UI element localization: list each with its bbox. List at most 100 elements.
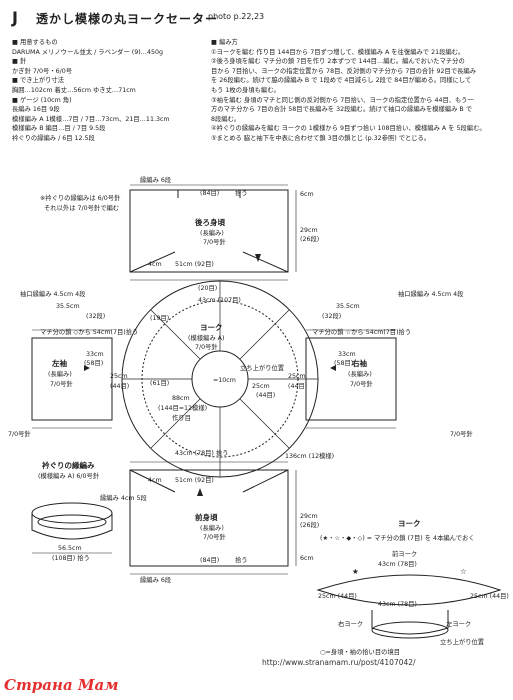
right-sleeve-title: 右袖: [351, 358, 367, 368]
note-neck-needle: ※衿ぐりの縁編みは 6/0号針: [40, 193, 121, 202]
yoke-detail-left: 25cm (44目): [318, 592, 357, 600]
back-body-title: 後ろ身頃: [195, 217, 225, 227]
yoke-detail-title: ヨーク: [398, 518, 421, 528]
method-line: ③袖を編む 身頃のマチと同じ側の反対側から 7目拾い、ヨークの指定位置から 44…: [211, 96, 474, 104]
left-sleeve-mark: マチ分の鎖 ◇から 54cm(7目)拾う: [40, 327, 138, 336]
front-body-sub: (長編み): [200, 523, 224, 532]
method-line: もう 1枚の身頃も編む。: [211, 86, 280, 94]
left-sleeve-len2: (32段): [86, 311, 105, 320]
yoke-r3-label: 43cm (107目): [198, 296, 241, 304]
left-sleeve-needle2: 7/0号針: [8, 429, 31, 438]
method-line: ⑤まとめる 脇と袖下を中表に合わせて鎖 3目の鎖とじ (p.32参照) でとじる…: [211, 134, 431, 142]
yoke-r1-label: (20目): [198, 284, 217, 292]
note-other-needle: それ以外は 7/0号針で編む: [44, 203, 119, 212]
right-sleeve-len: 35.5cm: [336, 303, 360, 310]
yoke-detail-dim2: 43cm (78目): [378, 600, 417, 608]
neck-height: 縁編み 4cm 5段: [100, 493, 148, 502]
yoke-outer2-label: (144目=12模様): [158, 403, 207, 412]
yoke-detail-bottom: ○=身頃・袖の拾い目の境目: [320, 647, 400, 656]
yoke-sub: (模様編み A): [188, 333, 224, 342]
watermark-logo: Страна Мам: [4, 676, 119, 694]
left-sleeve-arrow: [84, 365, 90, 371]
right-sleeve-sub: (長編み): [348, 369, 372, 378]
back-border: 縁編み 6段: [140, 175, 172, 184]
materials-line: 長編み 16目 9段: [12, 106, 60, 114]
left-sleeve-needle: 7/0号針: [50, 379, 73, 388]
method-line: ①ヨークを編む 作り目 144目から 7目ずつ増して、模様編み A を往復編みで…: [211, 48, 465, 56]
method-line: ■ 編み方: [211, 39, 238, 46]
yoke-ring-label: 136cm (12模様): [285, 451, 334, 460]
materials-line: DARUMA メリノウール並太 / ラベンダー (9)…450g: [12, 48, 163, 56]
neck-title: 衿ぐりの縁編み: [42, 460, 95, 470]
yoke-detail-right: 25cm (44目): [470, 592, 509, 600]
source-url[interactable]: http://www.stranamam.ru/post/4107042/: [262, 658, 416, 667]
neck-size: 56.5cm: [58, 545, 82, 552]
left-sleeve-rows: 25cm: [110, 373, 128, 380]
front-mid: 43cm (78目) 拾う: [175, 448, 228, 457]
neck-size2: (108目) 拾う: [52, 553, 90, 562]
front-side-rows: (26段): [300, 520, 319, 529]
front-edge2: 4cm: [148, 477, 162, 484]
yoke-center: =10cm: [213, 377, 236, 384]
yoke-detail-ry: 左ヨーク: [446, 619, 471, 628]
right-sleeve-rows: 25cm: [288, 373, 306, 380]
back-side-dim: 29cm: [300, 227, 318, 234]
left-sleeve-sub: (長編み): [48, 369, 72, 378]
materials-line: ■ ゲージ (10cm 角): [12, 96, 72, 104]
front-direction-arrow: [197, 488, 203, 496]
front-side-dim: 29cm: [300, 513, 318, 520]
yoke-r6-label: (19目): [150, 314, 169, 322]
yoke-r2-label: (61目): [150, 379, 169, 387]
left-sleeve-len: 35.5cm: [56, 303, 80, 310]
yoke-detail-dim: 43cm (78目): [378, 560, 417, 568]
yoke-detail-shape: [316, 574, 502, 606]
back-edge: 6cm: [300, 191, 314, 198]
back-side-rows: (26段): [300, 234, 319, 243]
front-bottom-pick: 拾う: [235, 555, 248, 564]
yoke-outer3-label: 作り目: [172, 413, 191, 422]
materials-line: ■ でき上がり寸法: [12, 77, 65, 85]
yoke-needle: 7/0号針: [195, 342, 218, 351]
right-sleeve-cuff: 袖口縁編み 4.5cm 4段: [398, 289, 464, 298]
back-top: (84目): [200, 189, 219, 197]
page-title: 透かし模様の丸ヨークセーター: [36, 12, 219, 26]
method-line: 目から 7目拾い、ヨークの指定位置から 78目、反対側のマチ分から 7目の合計 …: [211, 67, 477, 75]
method-line: を 26段編む。続けて脇の縁編み B で 1段めで 4目減らし 2段で 84目が…: [211, 77, 472, 85]
right-sleeve-mark: マチ分の鎖 ☆から 54cm(7目)拾う: [312, 327, 411, 336]
right-sleeve-rows2: (44目): [288, 382, 307, 390]
front-top: 51cm (92目): [175, 476, 214, 484]
right-sleeve-width: 33cm: [338, 351, 356, 358]
back-body-sub: (長編み): [200, 228, 224, 237]
materials-line: 胸囲…102cm 着丈…56cm ゆき丈…71cm: [12, 86, 136, 94]
page-letter: J: [12, 8, 18, 27]
back-edge2: 4cm: [148, 261, 162, 268]
yoke-title: ヨーク: [200, 322, 223, 332]
neck-border-ring: [31, 502, 113, 524]
neck-sub: (模様編み A) 6/0号針: [38, 471, 100, 480]
left-sleeve-rows2: (44目): [110, 382, 129, 390]
star-mark: ★: [352, 567, 359, 576]
left-sleeve-title: 左袖: [51, 358, 67, 368]
front-body-title: 前身頃: [195, 512, 218, 522]
yoke-detail-ly: 右ヨーク: [338, 619, 363, 628]
yoke-outer-label: 88cm: [172, 395, 190, 402]
method-line: ④衿ぐりの縁編みを編む ヨークの 1模様から 9目ずつ拾い 108目拾い、模様編…: [211, 125, 486, 133]
back-direction-arrow: [255, 254, 261, 262]
yoke-r4-label: 25cm: [252, 383, 270, 390]
materials-line: かぎ針 7/0号・6/0号: [12, 67, 73, 75]
yoke-detail-back: 前ヨーク: [392, 549, 417, 558]
back-top-pick: 拾う: [235, 188, 248, 197]
left-sleeve-shape: [31, 337, 113, 421]
front-bottom: (84目): [200, 556, 219, 564]
back-body-needle: 7/0号針: [203, 237, 226, 246]
star-mark: ☆: [460, 567, 467, 576]
left-sleeve-cuff: 袖口縁編み 4.5cm 4段: [20, 289, 86, 298]
front-body-needle: 7/0号針: [203, 532, 226, 541]
front-edge: 6cm: [300, 555, 314, 562]
right-sleeve-needle: 7/0号針: [350, 379, 373, 388]
yoke-start: 立ち上がり位置: [240, 363, 284, 372]
method-line: ②後ろ身頃を編む マチ分の鎖 7目を作り 2本ずつで 144目…編む。編んでおい…: [211, 58, 465, 66]
front-border: 縁編み 6段: [140, 575, 172, 584]
